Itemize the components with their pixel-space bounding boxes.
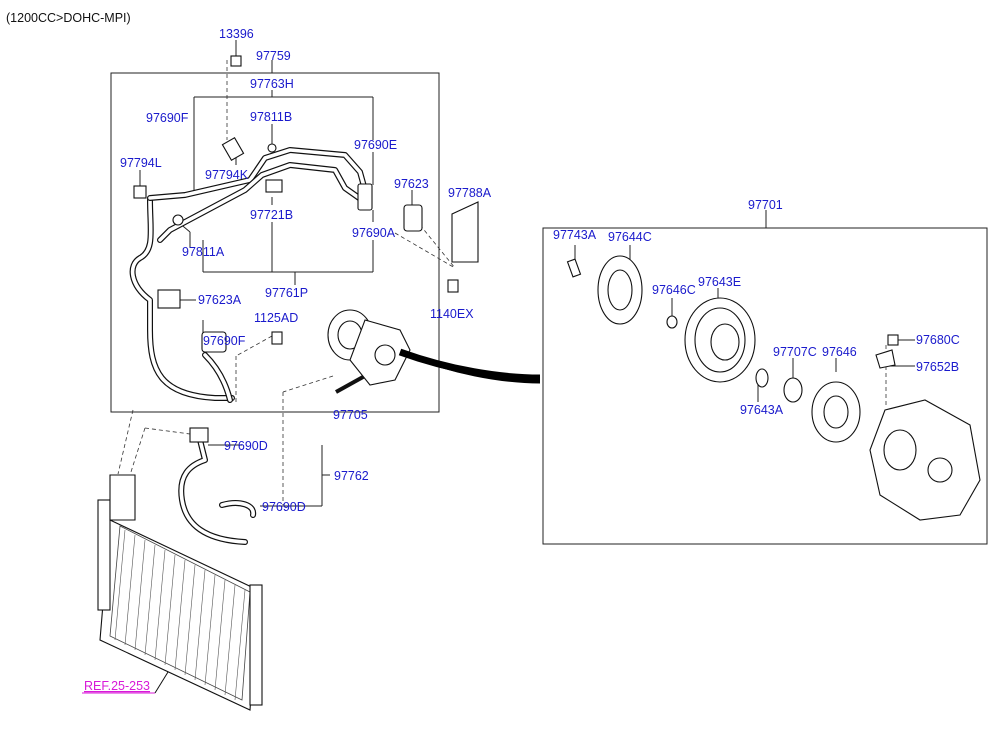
- condenser: [97, 474, 263, 711]
- label-97707C[interactable]: 97707C: [773, 345, 817, 359]
- label-97705[interactable]: 97705: [333, 408, 368, 422]
- label-1125AD[interactable]: 1125AD: [254, 311, 298, 325]
- hose-assembly-frame: [110, 72, 440, 413]
- screw-97680C-icon: [887, 334, 899, 346]
- nut-13396-icon: [230, 55, 242, 67]
- label-97652B[interactable]: 97652B: [916, 360, 959, 374]
- label-97690F-top[interactable]: 97690F: [146, 111, 189, 125]
- leader-lines-upper: [139, 40, 413, 341]
- label-97646C[interactable]: 97646C: [652, 283, 696, 297]
- label-97644C[interactable]: 97644C: [608, 230, 652, 244]
- label-97763H[interactable]: 97763H: [250, 77, 294, 91]
- leader-lines-detail: [574, 210, 915, 405]
- label-97690E[interactable]: 97690E: [354, 138, 397, 152]
- fitting-97721B-icon: [265, 179, 283, 193]
- label-97690D-bottom[interactable]: 97690D: [262, 500, 306, 514]
- label-97762[interactable]: 97762: [334, 469, 369, 483]
- compressor-detail-frame: [542, 227, 988, 545]
- clip-97794L-icon: [133, 185, 147, 199]
- hose-97762: [178, 427, 330, 545]
- label-97701[interactable]: 97701: [748, 198, 783, 212]
- engine-spec-header: (1200CC>DOHC-MPI): [6, 11, 131, 25]
- valve-97794K-icon: [221, 136, 245, 162]
- label-97811B[interactable]: 97811B: [250, 110, 292, 124]
- compressor-thumbnail: [327, 309, 541, 386]
- label-97643A[interactable]: 97643A: [740, 403, 784, 417]
- bolt-1140EX-icon: [447, 279, 459, 293]
- label-97721B[interactable]: 97721B: [250, 208, 293, 222]
- clip-97652B-icon: [875, 349, 896, 369]
- label-97690A[interactable]: 97690A: [352, 226, 396, 240]
- label-97680C[interactable]: 97680C: [916, 333, 960, 347]
- label-97788A[interactable]: 97788A: [448, 186, 492, 200]
- label-97794L[interactable]: 97794L: [120, 156, 162, 170]
- reference-label[interactable]: REF.25-253: [84, 679, 150, 693]
- label-97623A[interactable]: 97623A: [198, 293, 242, 307]
- label-97743A[interactable]: 97743A: [553, 228, 597, 242]
- dashed-guides: [117, 60, 456, 505]
- label-1140EX[interactable]: 1140EX: [430, 307, 474, 321]
- part-labels: 13396 97759 97763H 97690F 97811B 97690E …: [120, 27, 960, 514]
- label-97690D-top[interactable]: 97690D: [224, 439, 268, 453]
- label-97643E[interactable]: 97643E: [698, 275, 741, 289]
- label-13396[interactable]: 13396: [219, 27, 254, 41]
- bracket-97788A-icon: [451, 201, 479, 263]
- shim-97646C-icon: [666, 315, 678, 329]
- label-97646[interactable]: 97646: [822, 345, 857, 359]
- switch-97623-icon: [403, 204, 423, 232]
- label-97759[interactable]: 97759: [256, 49, 291, 63]
- reference-link[interactable]: REF.25-253: [82, 671, 169, 694]
- label-97794K[interactable]: 97794K: [205, 168, 249, 182]
- bolt-1125AD-icon: [271, 331, 283, 345]
- compressor-exploded-parts: [566, 255, 981, 521]
- label-97623[interactable]: 97623: [394, 177, 429, 191]
- bolt-97743A-icon: [566, 258, 582, 278]
- ring-97643A-icon: [755, 368, 769, 388]
- snap-ring-97707C-icon: [783, 377, 803, 403]
- suction-discharge-hoses: [129, 143, 373, 403]
- label-97690F-bottom[interactable]: 97690F: [203, 334, 246, 348]
- label-97811A[interactable]: 97811A: [182, 245, 225, 259]
- label-97761P[interactable]: 97761P: [265, 286, 308, 300]
